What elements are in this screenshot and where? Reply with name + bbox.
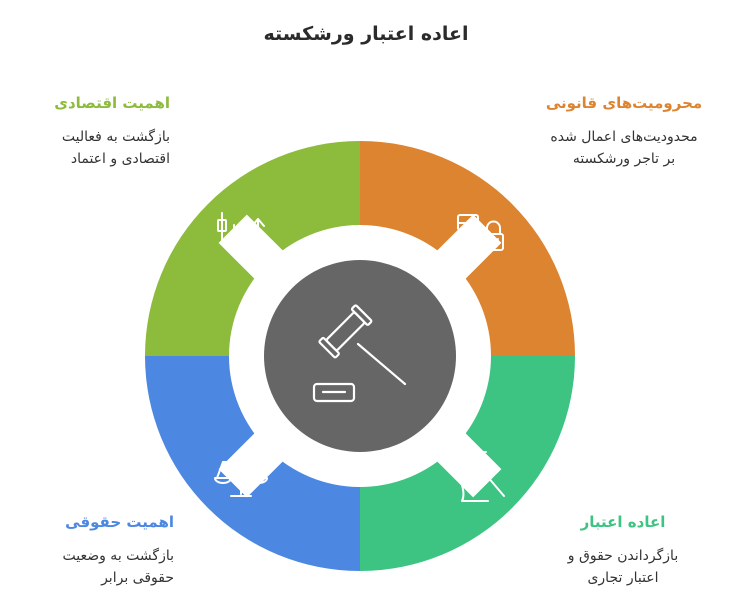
- section-legal-restrictions: محرومیت‌های قانونی محدودیت‌های اعمال شده…: [542, 94, 706, 170]
- section-description: محدودیت‌های اعمال شده بر تاجر ورشکسته: [542, 126, 706, 170]
- section-rehabilitation: اعاده اعتبار بازگرداندن حقوق و اعتبار تج…: [548, 513, 698, 589]
- section-description-line: محدودیت‌های اعمال شده: [550, 129, 698, 145]
- section-description-line: بازگشت به وضعیت: [62, 548, 174, 564]
- section-description: بازگشت به فعالیت اقتصادی و اعتماد: [40, 126, 170, 170]
- section-description: بازگشت به وضعیت حقوقی برابر: [34, 545, 174, 589]
- section-description-line: بازگشت به فعالیت: [61, 129, 170, 145]
- section-description-line: حقوقی برابر: [101, 570, 174, 586]
- section-description: بازگرداندن حقوق و اعتبار تجاری: [548, 545, 698, 589]
- section-heading: اهمیت حقوقی: [65, 513, 174, 531]
- gavel-icon: [312, 304, 407, 403]
- section-heading: اهمیت اقتصادی: [54, 94, 170, 112]
- section-description-line: اقتصادی و اعتماد: [70, 151, 170, 167]
- section-heading: اعاده اعتبار: [580, 513, 666, 531]
- documents-lock-icon: [457, 214, 504, 254]
- diagram-title: اعاده اعتبار ورشکسته: [263, 23, 469, 45]
- section-description-line: بر تاجر ورشکسته: [572, 151, 676, 167]
- section-legal-importance: اهمیت حقوقی بازگشت به وضعیت حقوقی برابر: [34, 513, 174, 589]
- section-heading: محرومیت‌های قانونی: [545, 94, 703, 112]
- section-economic-importance: اهمیت اقتصادی بازگشت به فعالیت اقتصادی و…: [40, 94, 170, 170]
- candlestick-chart-icon: [217, 212, 265, 259]
- section-description-line: بازگرداندن حقوق و: [567, 548, 679, 564]
- vase-brush-icon: [457, 451, 505, 502]
- center-circle: [264, 260, 456, 452]
- section-description-line: اعتبار تجاری: [587, 570, 659, 586]
- scales-icon: [214, 449, 268, 497]
